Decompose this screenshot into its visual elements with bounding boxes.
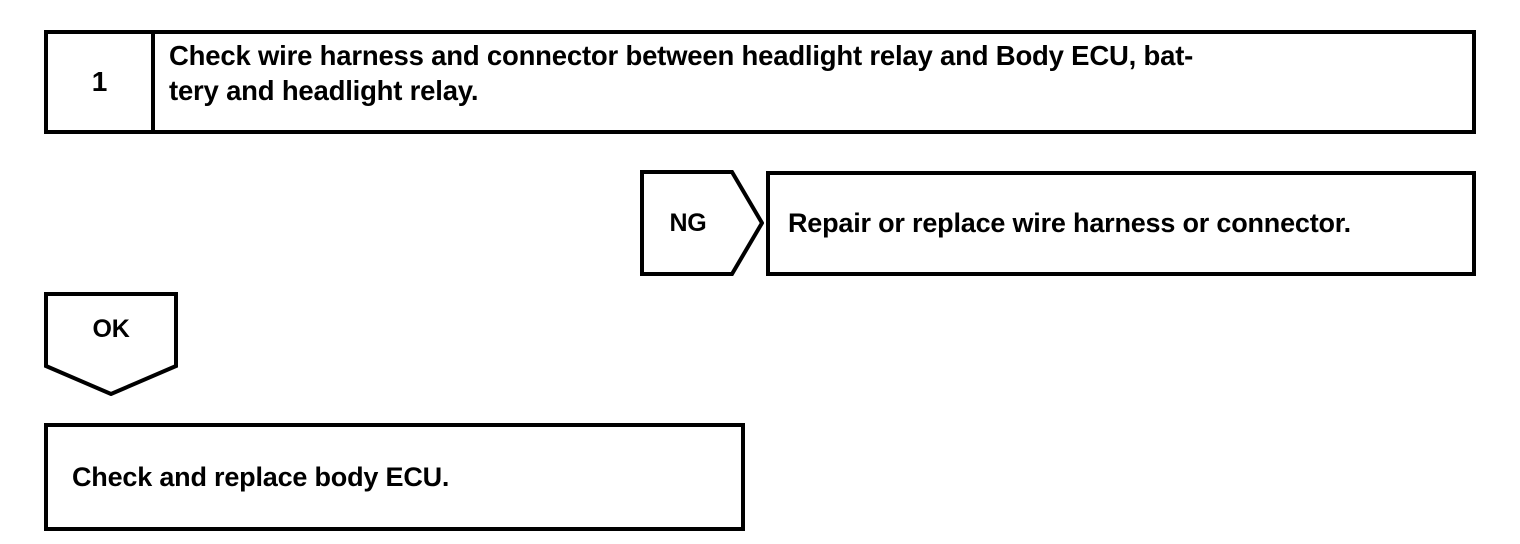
result-tag-ok: OK — [44, 292, 178, 396]
result-tag-ng: NG — [640, 170, 764, 276]
result-tag-ok-label: OK — [92, 314, 130, 343]
step-1-instruction: Check wire harness and connector between… — [169, 40, 1194, 107]
step-1-number-cell: 1 — [48, 34, 155, 130]
step-1-text-cell: Check wire harness and connector between… — [155, 34, 1472, 130]
ok-pentagon-shape — [44, 292, 178, 396]
action-repair-text: Repair or replace wire harness or connec… — [788, 208, 1351, 239]
step-1-box: 1 Check wire harness and connector betwe… — [44, 30, 1476, 134]
action-box-repair: Repair or replace wire harness or connec… — [766, 171, 1476, 276]
step-1-number: 1 — [91, 66, 108, 97]
action-box-body-ecu: Check and replace body ECU. — [44, 423, 745, 531]
action-body-ecu-text: Check and replace body ECU. — [72, 461, 450, 492]
result-tag-ng-label: NG — [669, 208, 707, 237]
ng-pentagon-shape — [640, 170, 764, 276]
